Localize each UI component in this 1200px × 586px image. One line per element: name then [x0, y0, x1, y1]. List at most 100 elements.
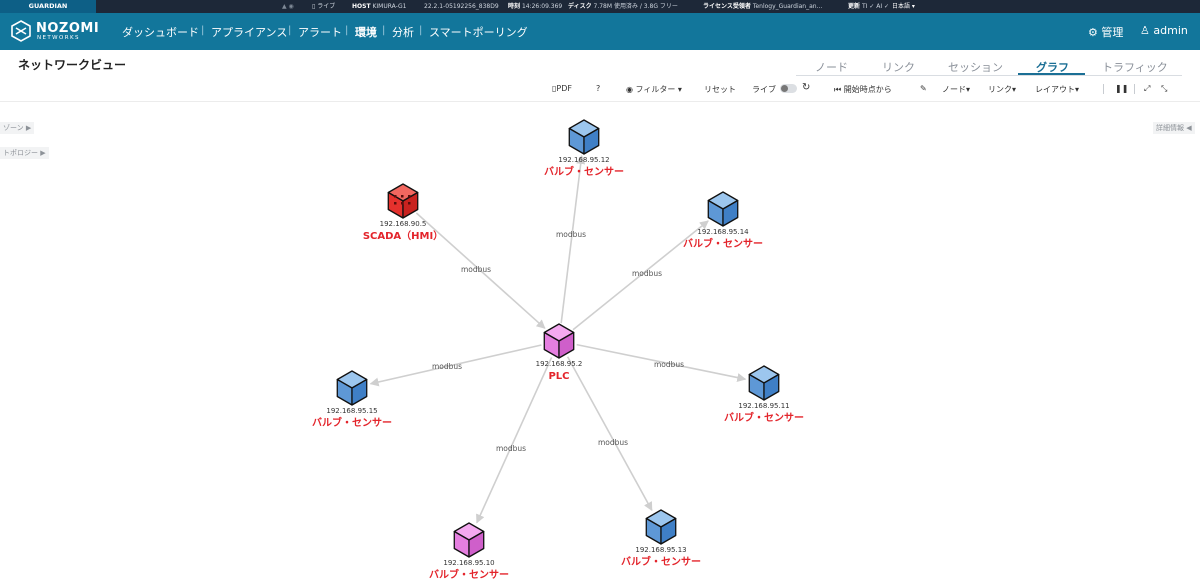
graph-edge-plc-n15[interactable] — [369, 344, 542, 387]
node-ip-label: 192.168.95.11 — [738, 402, 789, 410]
graph-edge-plc-n13[interactable] — [566, 356, 653, 512]
live-toggle[interactable] — [780, 84, 797, 93]
active-tab-indicator — [1018, 73, 1085, 75]
node-ip-label: 192.168.90.5 — [380, 220, 427, 228]
node-name-label: バルブ・センサー — [724, 411, 804, 424]
pause-icon[interactable]: ❚❚ — [1115, 84, 1129, 93]
admin-menu[interactable]: ⚙ 管理 — [1088, 26, 1124, 39]
node-name-label: SCADA（HMI） — [363, 229, 443, 242]
node-ip-label: 192.168.95.10 — [443, 559, 494, 567]
node-name-label: バルブ・センサー — [683, 237, 763, 250]
toolbar-divider — [1134, 84, 1135, 94]
host-info: HOST KIMURA-G1 — [352, 3, 407, 10]
nozomi-logo-icon — [11, 20, 31, 42]
live-label: ライブ — [752, 85, 776, 94]
graph-edge-plc-n10[interactable] — [476, 357, 553, 524]
language-select[interactable]: 日本語 ▾ — [892, 3, 915, 10]
graph-edge-plc-n11[interactable] — [576, 343, 747, 382]
reset-button[interactable]: リセット — [704, 85, 736, 94]
node-ip-label: 192.168.95.12 — [558, 156, 609, 164]
node-ip-label: 192.168.95.2 — [536, 360, 583, 368]
layout-menu[interactable]: レイアウト▾ — [1035, 85, 1080, 94]
nav-separator: | — [419, 25, 423, 36]
nav-separator: | — [382, 25, 386, 36]
edge-protocol-label: modbus — [496, 444, 526, 453]
from-start-button[interactable]: ⏮ 開始時点から — [834, 85, 892, 94]
status-bar: GUARDIAN ▲ ◉ ▯ ライブ HOST KIMURA-G1 22.2.1… — [0, 0, 1200, 13]
filter-button[interactable]: ◉ フィルター ▾ — [626, 85, 682, 94]
brand-name: NOZOMI — [36, 21, 100, 36]
update-info: 更新 TI ✓ AI ✓ — [848, 3, 890, 10]
edge-protocol-label: modbus — [432, 362, 462, 371]
user-menu[interactable]: ♙ admin — [1140, 24, 1188, 37]
refresh-icon[interactable]: ↻ — [802, 82, 811, 93]
settings-icon: ⚙ — [1088, 26, 1098, 39]
live-indicator-icon: ▲ ◉ — [282, 3, 294, 10]
graph-edge-plc-n12[interactable] — [560, 154, 586, 324]
nav-alerts[interactable]: アラート — [298, 26, 342, 39]
nav-appliances[interactable]: アプライアンス — [211, 26, 288, 39]
toolbar-divider — [1103, 84, 1104, 94]
expand-icon[interactable]: ⤢ — [1144, 84, 1151, 93]
node-name-label: PLC — [548, 371, 569, 382]
edge-protocol-label: modbus — [556, 230, 586, 239]
skip-back-icon: ⏮ — [834, 85, 842, 94]
zone-panel-toggle[interactable]: ゾーン ▶ — [0, 122, 35, 134]
node-name-label: バルブ・センサー — [544, 165, 624, 178]
graph-edge-scada-plc[interactable] — [415, 212, 546, 329]
node-ip-label: 192.168.95.15 — [326, 407, 377, 415]
build-version: 22.2.1-05192256_838D9 — [424, 3, 499, 10]
nav-analysis[interactable]: 分析 — [392, 26, 414, 39]
edge-protocol-label: modbus — [461, 265, 491, 274]
help-button[interactable]: ? — [596, 84, 601, 93]
nav-dashboard[interactable]: ダッシュボード — [122, 26, 199, 39]
live-status[interactable]: ▯ ライブ — [312, 3, 336, 10]
page-title: ネットワークビュー — [18, 58, 127, 72]
tab-sessions[interactable]: セッション — [948, 61, 1003, 74]
node-name-label: バルブ・センサー — [312, 416, 392, 429]
main-navbar: NOZOMI NETWORKS ダッシュボード | アプライアンス | アラート… — [0, 13, 1200, 50]
nav-separator: | — [201, 25, 205, 36]
graph-edge-plc-n14[interactable] — [572, 220, 709, 331]
tab-traffic[interactable]: トラフィック — [1102, 61, 1168, 74]
eye-icon: ◉ — [626, 85, 633, 94]
topology-panel-toggle[interactable]: トポロジー ▶ — [0, 147, 49, 159]
tab-graph[interactable]: グラフ — [1036, 61, 1069, 74]
node-menu[interactable]: ノード▾ — [942, 85, 971, 94]
toolbar-divider-line — [0, 101, 1200, 102]
document-icon: ▯ — [552, 84, 557, 93]
node-ip-label: 192.168.95.13 — [635, 546, 686, 554]
edge-protocol-label: modbus — [598, 438, 628, 447]
collapse-icon[interactable]: ⤡ — [1161, 84, 1168, 93]
brand-subtitle: NETWORKS — [37, 35, 80, 41]
time-info: 時刻 14:26:09.369 — [508, 3, 563, 10]
link-menu[interactable]: リンク▾ — [988, 85, 1017, 94]
disk-info: ディスク 7.78M 使用済み / 3.8G フリー — [568, 3, 678, 10]
nav-separator: | — [288, 25, 292, 36]
tab-nodes[interactable]: ノード — [815, 61, 848, 74]
edge-protocol-label: modbus — [632, 269, 662, 278]
edge-protocol-label: modbus — [654, 360, 684, 369]
node-name-label: バルブ・センサー — [429, 568, 509, 581]
license-info: ライセンス受領者 Tenlogy_Guardian_an... — [703, 3, 823, 10]
nav-environment[interactable]: 環境 — [355, 26, 377, 39]
nozomi-logo[interactable]: NOZOMI NETWORKS — [10, 20, 100, 44]
node-ip-label: 192.168.95.14 — [697, 228, 749, 236]
user-icon: ♙ — [1140, 24, 1150, 37]
pdf-button[interactable]: ▯PDF — [552, 84, 572, 93]
node-name-label: バルブ・センサー — [621, 555, 701, 568]
tab-links[interactable]: リンク — [882, 61, 915, 74]
details-panel-toggle[interactable]: 詳細情報 ◀ — [1153, 122, 1195, 134]
edit-icon[interactable]: ✎ — [920, 84, 927, 93]
nav-smart-polling[interactable]: スマートポーリング — [429, 26, 528, 39]
tab-divider — [796, 75, 1182, 76]
